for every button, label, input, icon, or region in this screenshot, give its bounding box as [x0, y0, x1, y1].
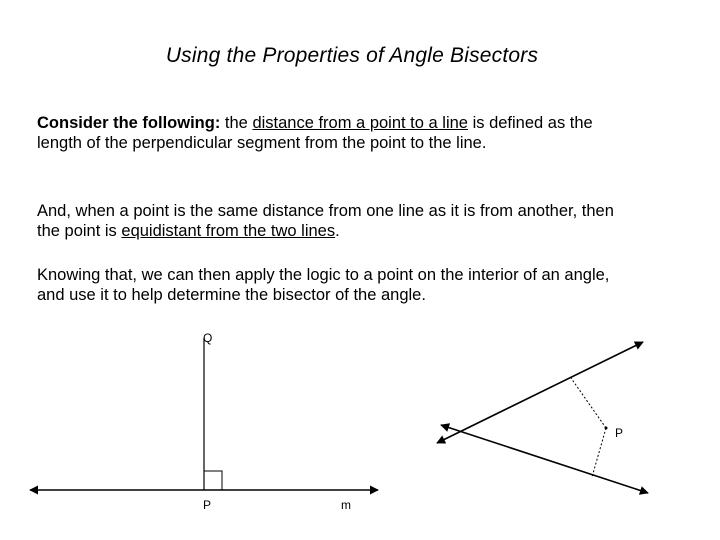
distance-to-upper-ray — [570, 377, 607, 429]
figure-angle: P — [436, 341, 649, 495]
label-m: m — [341, 498, 351, 512]
paragraph-bisector: Knowing that, we can then apply the logi… — [37, 265, 637, 305]
label-q: Q — [203, 331, 212, 345]
label-p-foot: P — [203, 498, 211, 512]
underlined-term: equidistant from the two lines — [121, 222, 336, 240]
paragraph-text: . — [335, 222, 340, 240]
page-title: Using the Properties of Angle Bisectors — [165, 44, 539, 67]
paragraph-equidistant: And, when a point is the same distance f… — [37, 201, 637, 241]
label-p-interior: P — [615, 426, 623, 440]
right-angle-mark — [204, 470, 223, 490]
ray-lower — [440, 423, 649, 495]
distance-to-lower-ray — [591, 427, 607, 478]
paragraph-text: And, when a point is the same distance f… — [37, 202, 614, 240]
paragraph-text: is defined as the length of the perpendi… — [37, 114, 593, 152]
paragraph-text: Knowing that, we can then apply the logi… — [37, 266, 610, 304]
point-p — [604, 426, 608, 430]
figure-perpendicular: Q P m — [29, 331, 379, 512]
paragraph-lead: Consider the following: — [37, 114, 221, 132]
paragraph-text: the — [220, 114, 253, 132]
underlined-term: distance from a point to a line — [252, 114, 468, 132]
ray-upper — [436, 341, 644, 444]
paragraph-definition: Consider the following: the distance fro… — [37, 113, 637, 153]
